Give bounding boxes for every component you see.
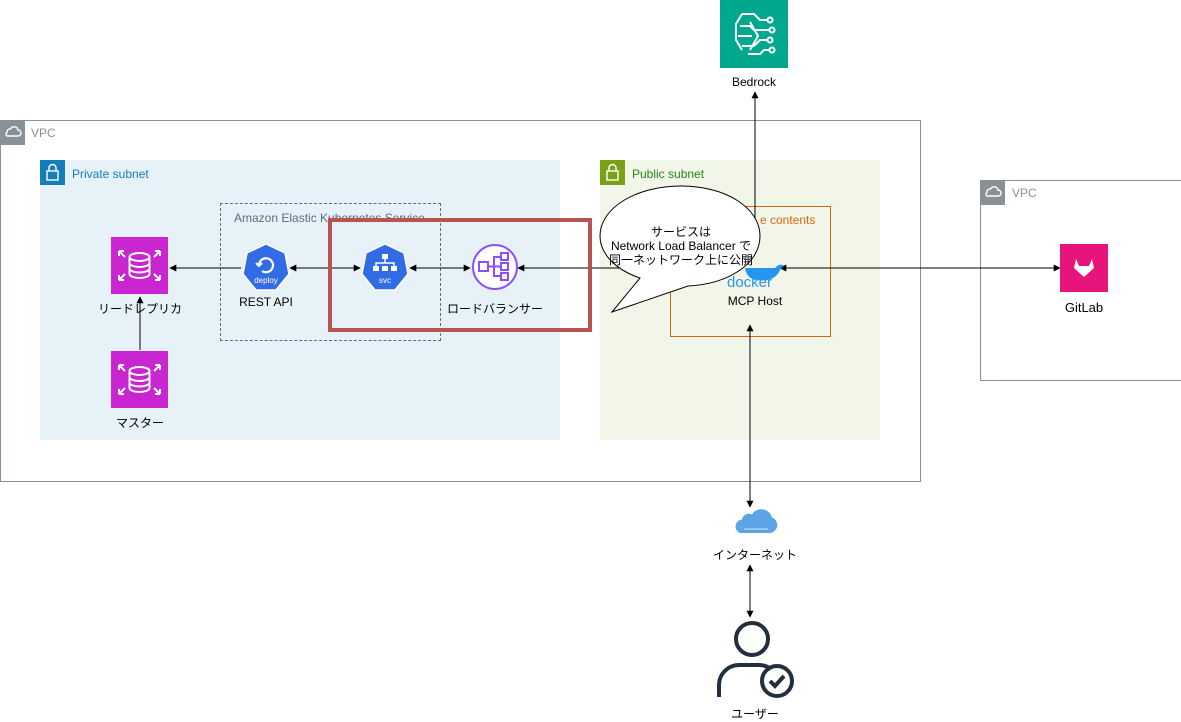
docker-icon: docker	[725, 250, 785, 291]
bedrock-icon	[720, 0, 788, 68]
public-subnet-lock-icon	[600, 160, 625, 185]
deploy-icon: deploy	[241, 243, 291, 291]
callout-line-1: サービスは	[650, 225, 711, 239]
vpc-right-group	[980, 180, 1181, 381]
instance-contents-label: e contents	[760, 213, 816, 227]
docker-icon-text: docker	[727, 274, 772, 290]
master-icon	[111, 351, 168, 408]
mcp-host-label: MCP Host	[727, 294, 783, 308]
user-icon	[715, 619, 797, 699]
eks-group	[220, 203, 441, 341]
public-subnet-label: Public subnet	[632, 167, 705, 181]
master-label: マスター	[115, 416, 164, 430]
callout-line-2: Network Load Balancer で	[610, 239, 752, 253]
deploy-icon-text: deploy	[254, 276, 278, 285]
svc-icon-text: svc	[379, 276, 391, 285]
bedrock-label: Bedrock	[731, 75, 777, 89]
callout-bubble	[599, 185, 761, 314]
read-replica-icon	[111, 237, 168, 294]
load-balancer-icon	[471, 243, 519, 291]
private-subnet-label: Private subnet	[72, 167, 149, 181]
internet-label: インターネット	[712, 548, 797, 562]
vpc-main-group	[0, 120, 921, 482]
load-balancer-label: ロードバランサー	[446, 302, 543, 316]
vpc-main-label: VPC	[31, 126, 56, 140]
private-subnet-lock-icon	[40, 160, 65, 185]
vpc-cloud-icon	[0, 120, 25, 145]
callout-line-3: 同一ネットワーク上に公開	[608, 253, 753, 267]
rest-api-label: REST API	[239, 295, 293, 309]
vpc-right-cloud-icon	[980, 180, 1005, 205]
gitlab-icon	[1060, 244, 1108, 292]
highlight-box	[328, 218, 592, 332]
gitlab-label: GitLab	[1064, 300, 1104, 315]
svc-icon: svc	[360, 243, 410, 291]
read-replica-label: リードレプリカ	[97, 302, 182, 316]
internet-cloud-icon	[730, 507, 780, 535]
user-label: ユーザー	[731, 707, 779, 721]
vpc-right-label: VPC	[1012, 186, 1037, 200]
